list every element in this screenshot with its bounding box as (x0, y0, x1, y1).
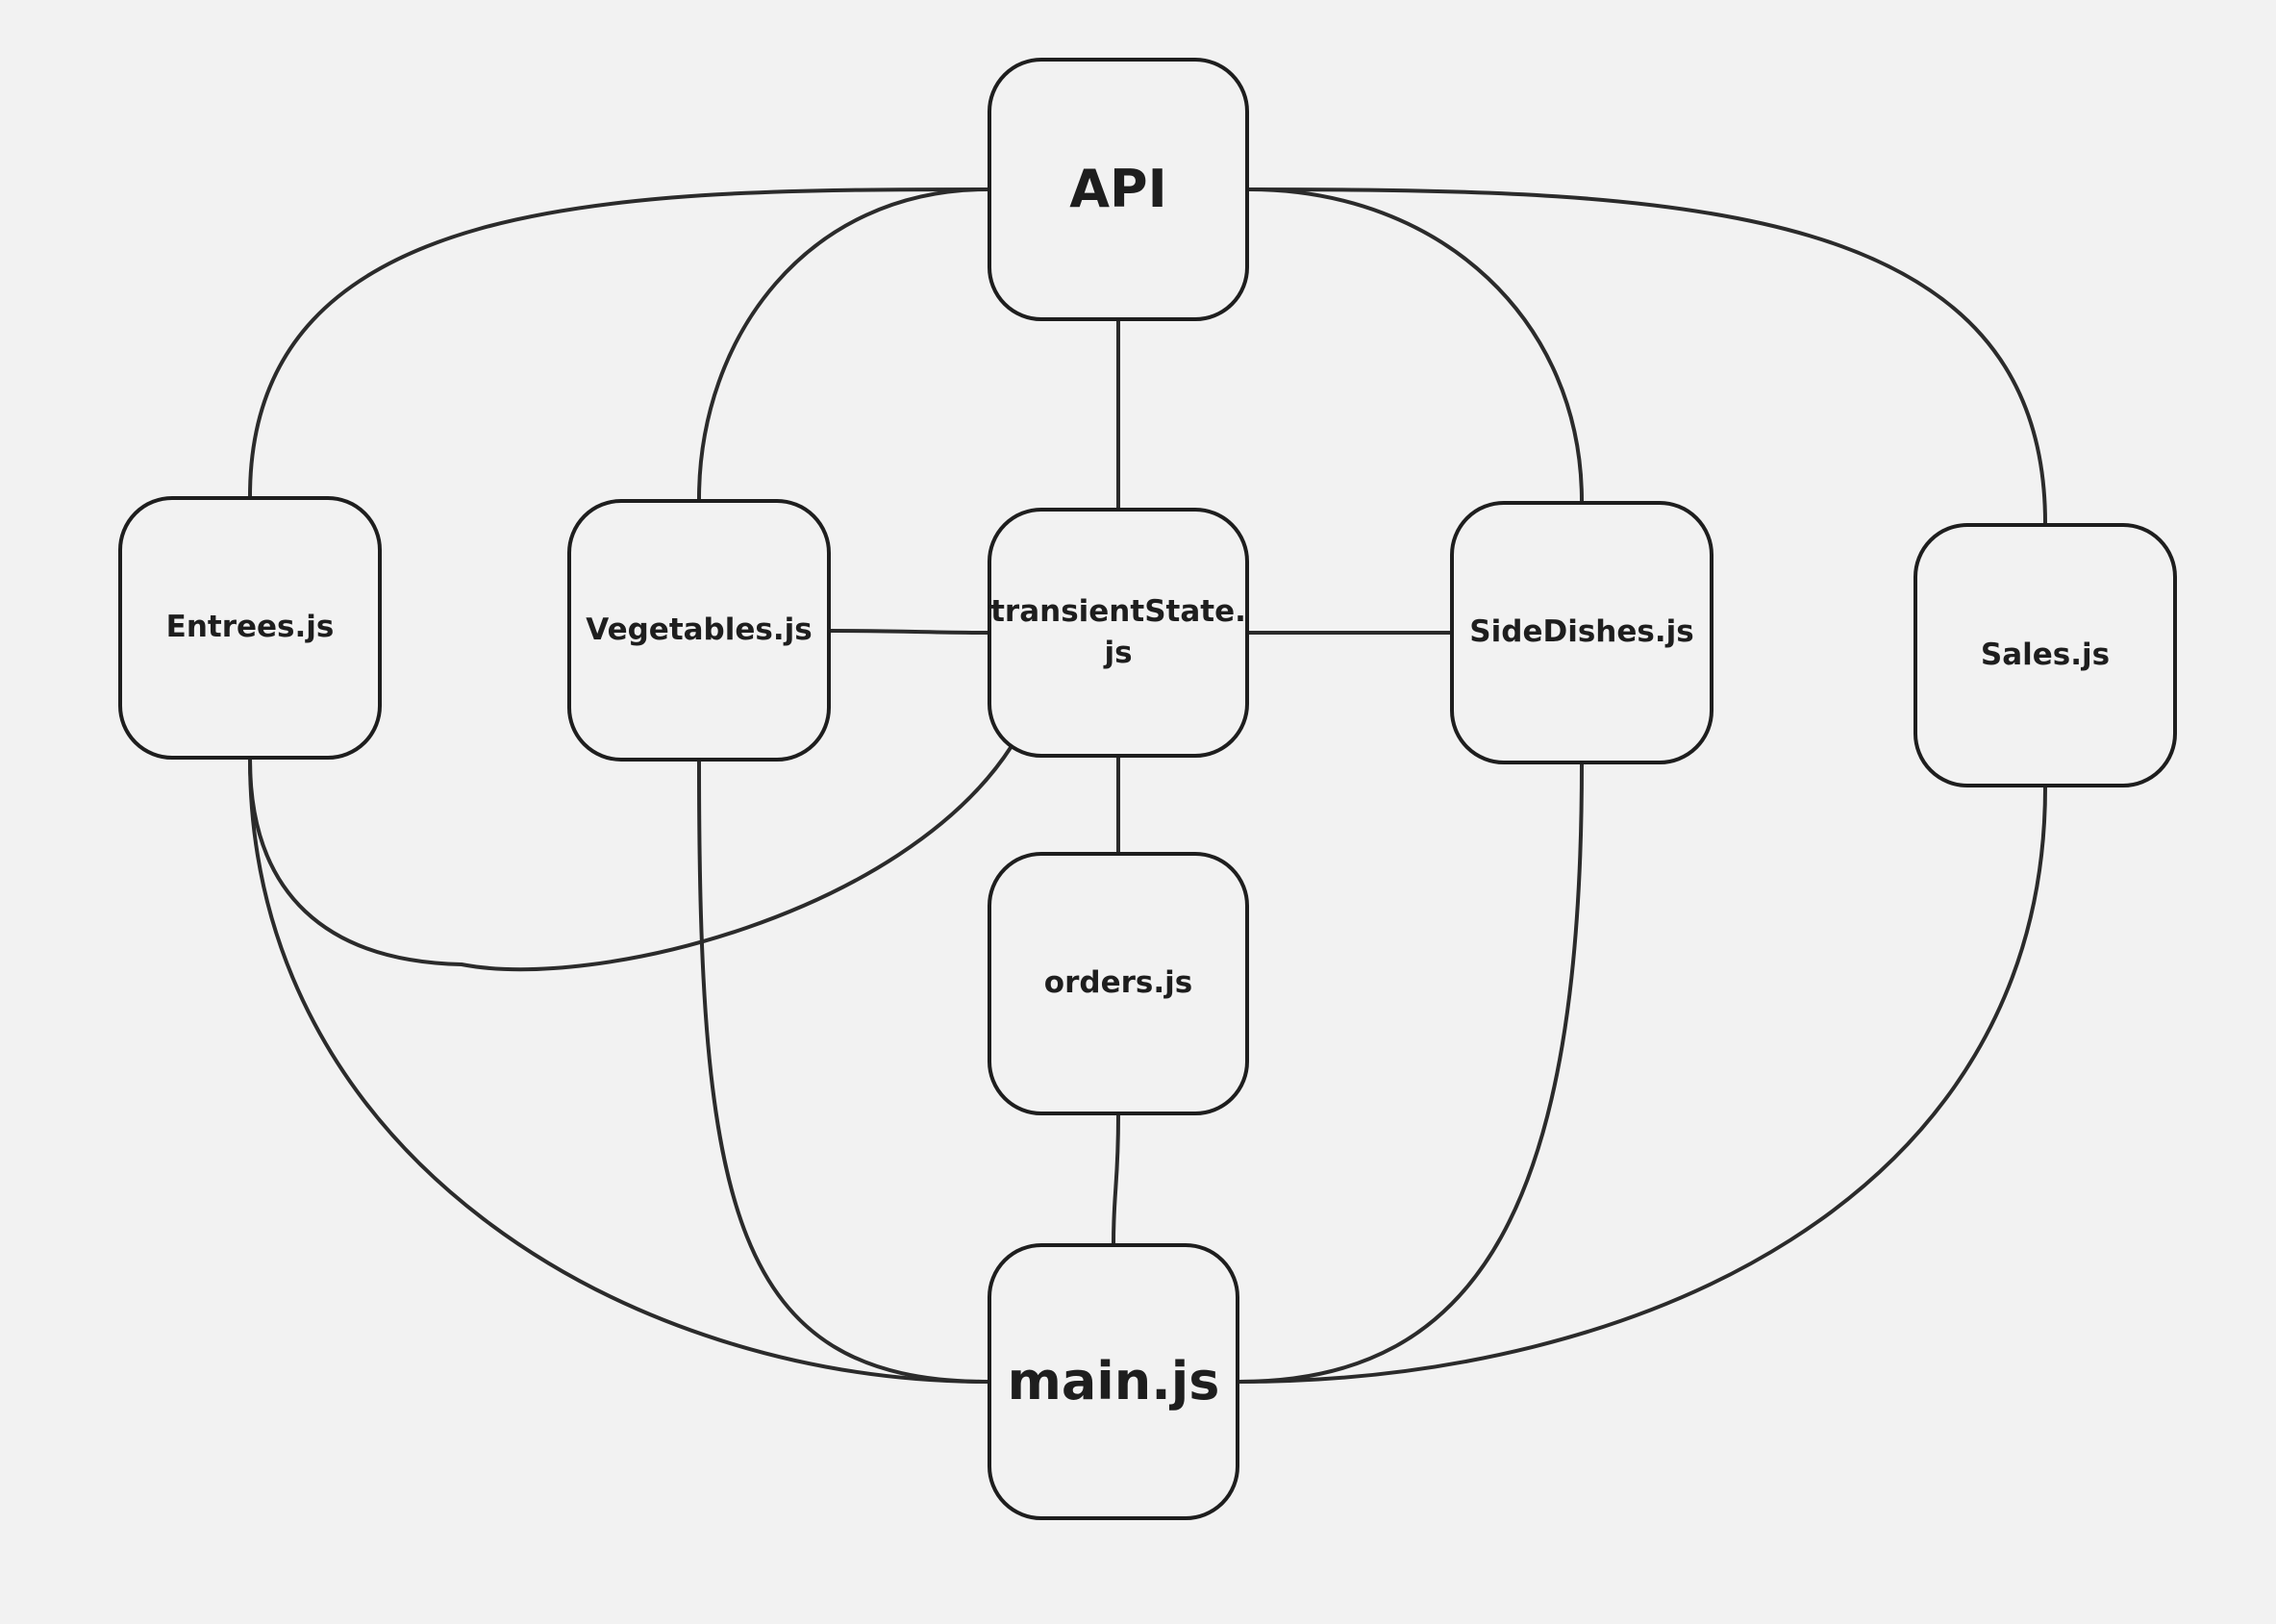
node-main-label: main.js (1007, 1351, 1220, 1412)
node-vegetables-label: Vegetables.js (586, 612, 813, 647)
node-orders[interactable]: orders.js (988, 852, 1249, 1115)
node-vegetables[interactable]: Vegetables.js (567, 499, 831, 762)
node-main[interactable]: main.js (988, 1243, 1239, 1520)
edge-api-sales (1247, 187, 2047, 525)
node-sales[interactable]: Sales.js (1913, 523, 2177, 787)
node-api-label: API (1069, 159, 1167, 220)
edge-sales-main (1238, 786, 2047, 1384)
node-orders-label: orders.js (1043, 965, 1193, 1001)
edge-api-entrees (248, 187, 989, 498)
node-entrees[interactable]: Entrees.js (118, 496, 382, 760)
node-side-dishes[interactable]: SideDishes.js (1450, 501, 1713, 764)
edge-vegetables-main (697, 760, 989, 1384)
edge-orders-main (1112, 1113, 1120, 1245)
edge-api-vegetables (697, 187, 989, 501)
edge-entrees-main (248, 758, 989, 1384)
node-sales-label: Sales.js (1980, 637, 2111, 672)
edge-sidedishes-main (1238, 762, 1584, 1384)
edge-vegetables-transientstate (829, 629, 989, 635)
edge-api-sidedishes (1247, 187, 1584, 503)
node-transient-state-label: transientState. js (990, 593, 1246, 670)
node-side-dishes-label: SideDishes.js (1469, 614, 1694, 650)
node-entrees-label: Entrees.js (165, 610, 335, 645)
node-transient-state[interactable]: transientState. js (988, 508, 1249, 758)
edge-transientstate-entrees (248, 744, 1013, 972)
node-api[interactable]: API (988, 58, 1249, 321)
